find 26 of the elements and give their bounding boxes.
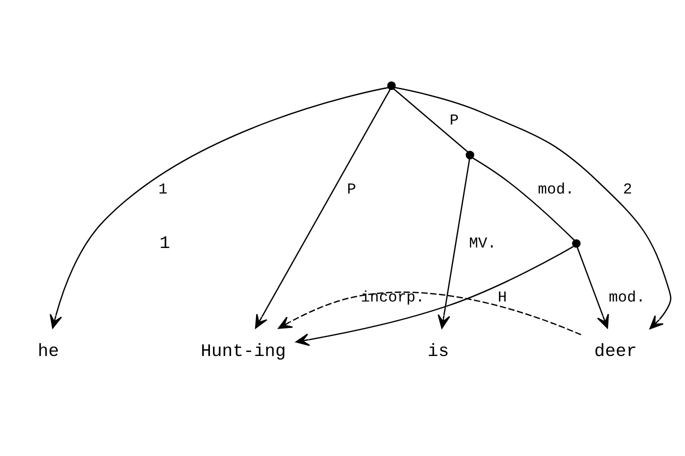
label: 1: [160, 234, 170, 254]
connector: [472, 157, 575, 241]
node-text: Hunt-ing: [200, 342, 286, 362]
arrow: [255, 88, 391, 329]
node-point: [572, 239, 581, 248]
arrow: [438, 158, 470, 329]
node-text: deer: [594, 342, 637, 362]
arrow: [50, 86, 388, 329]
edge-label: incorp.: [360, 288, 425, 306]
connector: [393, 88, 468, 152]
node-point: [387, 81, 396, 90]
edge-label: P: [347, 180, 356, 199]
node-text: is: [428, 342, 449, 362]
arrow: [394, 86, 672, 330]
node-text: he: [38, 342, 59, 362]
edge-label: H: [498, 288, 507, 306]
edge-label: mod.: [538, 180, 574, 199]
edge-label: P: [450, 111, 459, 130]
edge-label: mod.: [608, 288, 646, 306]
edge-label: 2: [623, 180, 632, 199]
arrow: [295, 246, 574, 346]
edge-label: 1: [158, 180, 168, 199]
arrow: [278, 292, 582, 336]
arrow: [576, 247, 609, 329]
edge-label: MV.: [468, 234, 496, 252]
node-point: [466, 150, 474, 160]
